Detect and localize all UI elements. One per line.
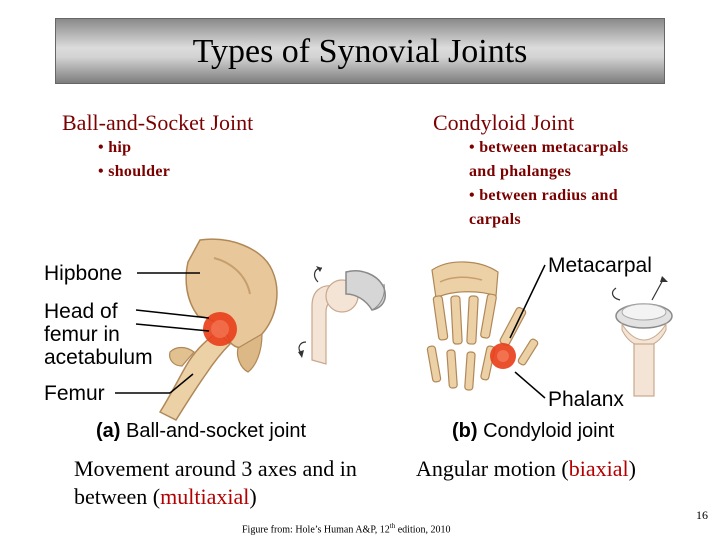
caption-a-letter: (a) [96, 420, 121, 442]
hipbone-illustration [185, 238, 278, 373]
page-number: 16 [696, 508, 708, 522]
label-head-line1: Head of [44, 300, 118, 323]
description-line1: Movement around 3 axes and in [74, 456, 357, 481]
bullet-metacarpals: • between metacarpals [469, 139, 629, 156]
ball-socket-heading: Ball-and-Socket Joint [62, 110, 254, 135]
condyloid-schematic [611, 276, 673, 397]
bullet-phalanges: and phalanges [469, 163, 572, 180]
bullet-hip: • hip [98, 139, 132, 156]
caption-b-letter: (b) [452, 420, 478, 442]
slide-title: Types of Synovial Joints [192, 33, 528, 70]
caption-ball-socket: (a) Ball-and-socket joint [96, 420, 306, 443]
condyloid-description: Angular motion (biaxial) [416, 456, 636, 481]
label-head-line3: acetabulum [44, 346, 153, 369]
caption-b-text: Condyloid joint [483, 420, 615, 442]
multiaxial-term: multiaxial [160, 484, 250, 509]
bullet-radius: • between radius and [469, 187, 618, 204]
label-phalanx: Phalanx [548, 388, 624, 411]
label-femur: Femur [44, 382, 105, 405]
caption-condyloid: (b) Condyloid joint [452, 420, 614, 443]
leader-lines [115, 264, 546, 399]
ball-socket-bullets: • hip • shoulder [98, 136, 170, 184]
ball-socket-schematic [298, 266, 386, 365]
label-hipbone: Hipbone [44, 262, 123, 285]
hand-illustration [426, 261, 539, 391]
title-bar: Types of Synovial Joints [55, 18, 665, 84]
label-metacarpal: Metacarpal [548, 254, 652, 277]
description-line2: between (multiaxial) [74, 484, 257, 509]
femur-illustration [158, 331, 232, 421]
condyloid-heading: Condyloid Joint [433, 110, 575, 135]
ball-socket-description: Movement around 3 axes and in between (m… [74, 455, 357, 511]
label-head-line2: femur in [44, 323, 120, 346]
bullet-shoulder: • shoulder [98, 163, 171, 180]
caption-a-text: Ball-and-socket joint [126, 420, 307, 442]
biaxial-term: biaxial [568, 456, 629, 481]
condyloid-bullets: • between metacarpals and phalanges • be… [469, 136, 628, 232]
figure-credit: Figure from: Hole’s Human A&P, 12th edit… [242, 522, 451, 536]
bullet-carpals: carpals [469, 211, 521, 228]
